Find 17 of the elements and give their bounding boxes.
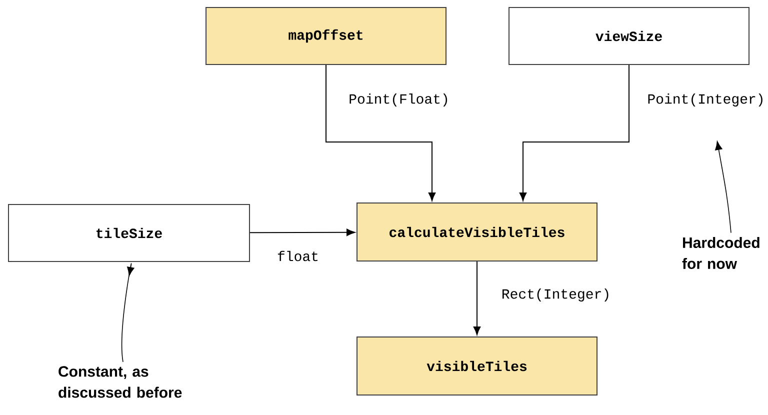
arrow [250,228,356,236]
leader-line [715,141,732,234]
edge-label: Rect(Integer) [502,288,608,302]
annotation-text: Constant, as discussed before [58,366,182,398]
arrow [519,64,630,202]
process-box: tileSize [8,204,250,262]
process-box: calculateVisibleTiles [356,202,598,262]
arrow [473,261,481,336]
edge-label: Point(Float) [350,93,448,107]
process-box: viewSize [508,7,750,65]
process-box: mapOffset [206,7,446,65]
edge-label: float [278,250,318,262]
edge-label: Point(Integer) [648,93,762,107]
arrow [326,64,436,202]
annotation-text: Hardcoded for now [682,237,760,269]
process-box: visibleTiles [356,336,598,396]
leader-line [121,263,134,362]
